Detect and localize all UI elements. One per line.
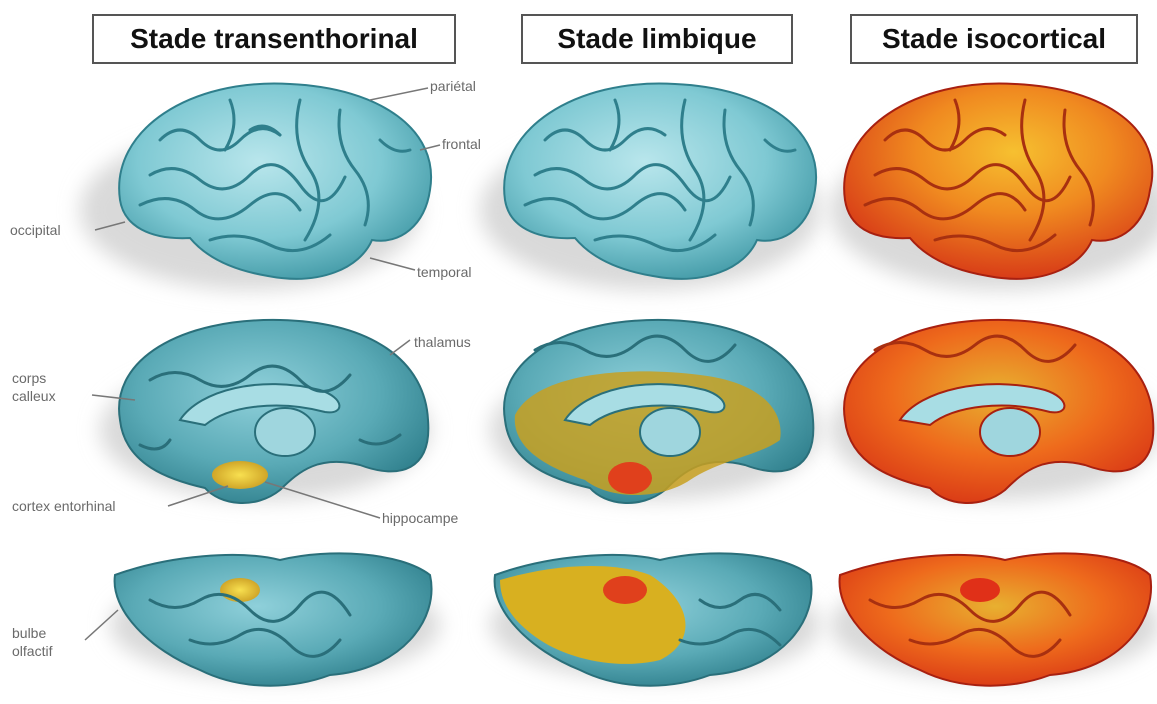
label-bulbe: bulbe [12, 625, 46, 641]
label-hippocampe: hippocampe [382, 510, 458, 526]
brain-ventral-isocortical [830, 553, 1157, 685]
brain-ventral-transenthorinal [110, 553, 440, 685]
label-thalamus: thalamus [414, 334, 471, 350]
brain-medial-transenthorinal [100, 320, 430, 503]
label-olfactif: olfactif [12, 643, 52, 659]
label-corps: corps [12, 370, 46, 386]
brain-medial-isocortical [830, 320, 1157, 503]
label-occipital: occipital [10, 222, 61, 238]
brain-lateral-limbique [480, 84, 820, 290]
label-frontal: frontal [442, 136, 481, 152]
brain-medial-limbique [490, 320, 820, 503]
label-cortex-entorhinal: cortex entorhinal [12, 498, 116, 514]
brain-ventral-limbique [490, 553, 820, 685]
label-temporal: temporal [417, 264, 471, 280]
label-calleux: calleux [12, 388, 56, 404]
brain-lateral-transenthorinal [80, 84, 431, 290]
label-parietal: pariétal [430, 78, 476, 94]
brain-lateral-isocortical [830, 84, 1157, 290]
